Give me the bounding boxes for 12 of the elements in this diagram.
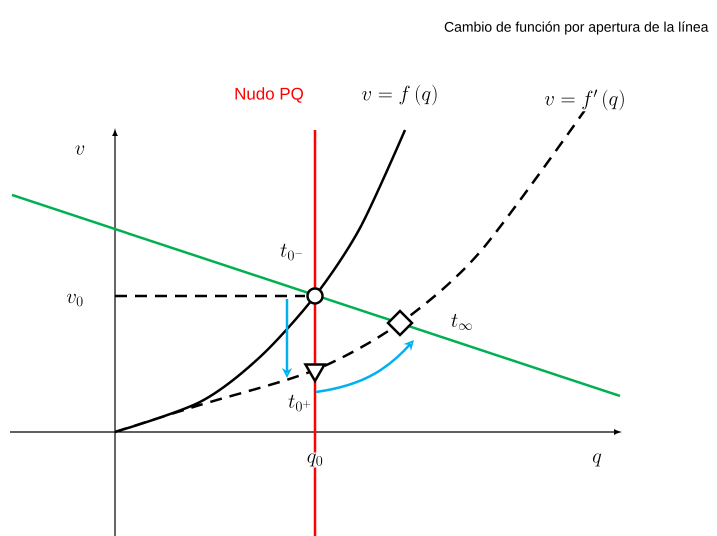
circle-marker	[306, 287, 324, 305]
axis-label: $v$	[74, 144, 86, 156]
time-label: $t_{0^+}$	[288, 394, 310, 412]
function-label: $v = f\left(q\right)$	[360, 84, 440, 106]
axis-label: $v_0$	[65, 293, 85, 307]
time-label: $t_{\infty}$	[451, 314, 472, 330]
axis-label: $q_0$	[306, 452, 324, 468]
time-label: $t_{0^-}$	[280, 244, 302, 260]
function-label: $v = f'\left(q\right)$	[543, 88, 627, 112]
title: Cambio de función por apertura de la línea	[444, 21, 708, 35]
axis-label: $q$	[591, 452, 603, 468]
node-label: Nudo PQ	[236, 87, 303, 103]
